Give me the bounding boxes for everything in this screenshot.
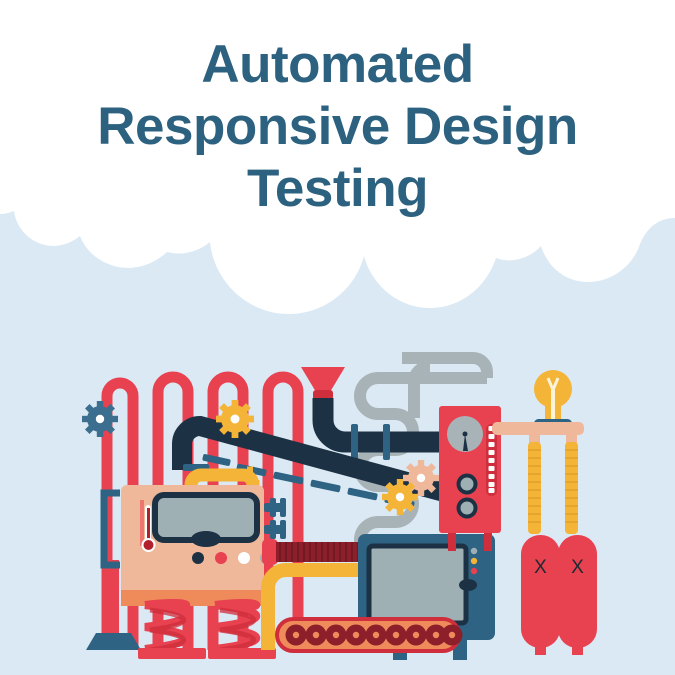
dark-pipe-diagonal (172, 415, 447, 509)
bolts-right (264, 498, 286, 539)
yellow-pipe-lower (261, 563, 360, 650)
ribbed-shaft (262, 539, 372, 565)
red-control-panel (439, 406, 501, 551)
gear-yellow-lower-icon (382, 479, 418, 515)
gas-tank-right: X (558, 442, 597, 655)
support-pole-left (86, 560, 141, 650)
led-bar (486, 424, 497, 496)
conveyor-belt (275, 617, 463, 653)
peach-crossbar (492, 422, 584, 444)
gear-yellow-upper-icon (216, 400, 254, 438)
red-coil-pipes (101, 371, 304, 650)
gear-blue-icon (82, 401, 118, 437)
tank-left-label: X (534, 557, 547, 578)
gray-coil-pipe-secondary (408, 360, 431, 418)
gas-tank-left: X (521, 442, 560, 655)
thermometer-icon (140, 500, 156, 552)
monitor-leds[interactable] (470, 547, 478, 575)
light-bulb-icon (534, 370, 572, 428)
gauge-dial (447, 416, 483, 452)
yellow-pipe-top (184, 466, 260, 530)
hopper-funnel (301, 367, 345, 400)
cloud-header-graphic (0, 0, 675, 314)
panel-knobs[interactable] (456, 473, 478, 519)
spring-legs (138, 599, 276, 659)
tank-right-label: X (571, 557, 584, 578)
monitor-unit (358, 534, 495, 660)
control-box (100, 485, 286, 606)
